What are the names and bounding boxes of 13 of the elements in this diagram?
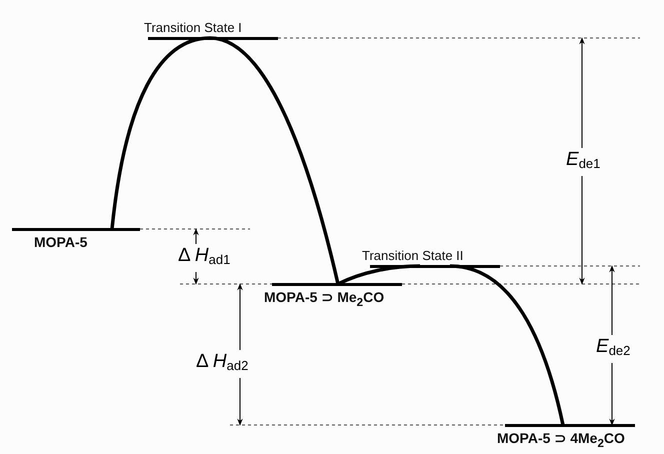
energy-label: E$_{de2}$ bbox=[596, 335, 630, 363]
energy-curve bbox=[450, 264, 565, 426]
energy-label: Δ H$_{ad1}$ bbox=[178, 244, 230, 272]
state-label: MOPA-5 bbox=[34, 234, 88, 250]
energy-label: E$_{de1}$ bbox=[566, 148, 600, 176]
state-label: MOPA-5 ⊃ 4Me$_{2}$CO bbox=[497, 430, 625, 450]
state-label: MOPA-5 ⊃ Me$_{2}$CO bbox=[264, 288, 384, 308]
energy-curve bbox=[110, 36, 210, 230]
state-label: Transition State II bbox=[362, 248, 464, 262]
energy-curve bbox=[210, 36, 340, 284]
state-label: Transition State I bbox=[144, 20, 242, 34]
energy-curve bbox=[337, 264, 420, 286]
energy-label: Δ H$_{ad2}$ bbox=[196, 350, 248, 378]
